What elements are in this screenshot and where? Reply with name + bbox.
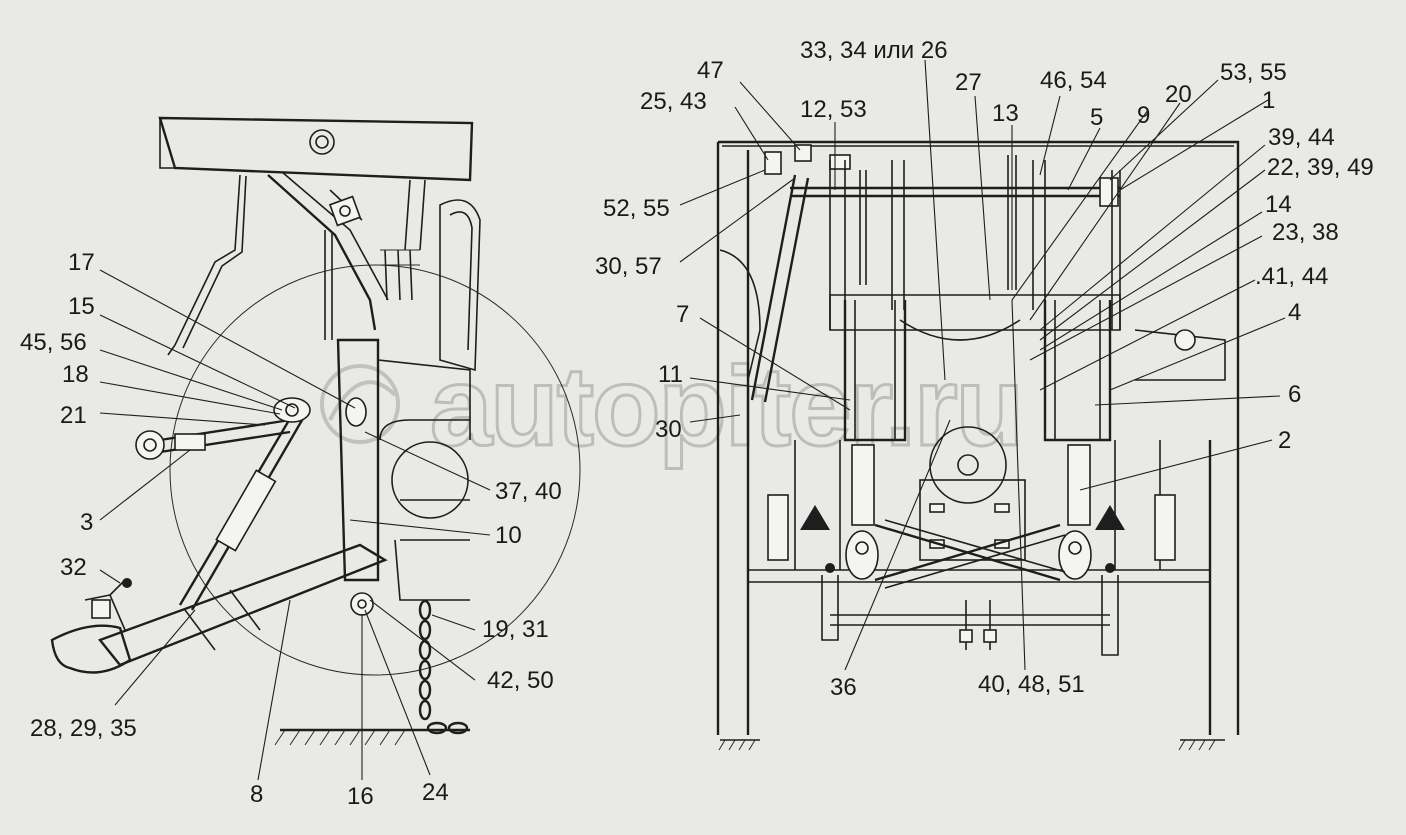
- latch-pin: [345, 397, 367, 427]
- label-22-39-49: 22, 39, 49: [1267, 154, 1374, 181]
- label-5: 5: [1090, 104, 1103, 131]
- label-20: 20: [1165, 81, 1192, 108]
- label-11: 11: [658, 361, 683, 388]
- label-47: 47: [697, 57, 724, 84]
- label-2: 2: [1278, 427, 1291, 454]
- label-30: 30: [655, 416, 682, 443]
- label-39-44: 39, 44: [1268, 124, 1335, 151]
- right-lift-cylinder: [1043, 300, 1112, 442]
- lower-pivot: [350, 592, 374, 616]
- label-37-40: 37, 40: [495, 478, 562, 505]
- diagonal-strut: [750, 174, 810, 403]
- lower-link: [98, 543, 388, 667]
- lift-arm-block: [336, 338, 380, 582]
- label-36: 36: [830, 674, 857, 701]
- label-53-55: 53, 55: [1220, 59, 1287, 86]
- watermark-logo: [320, 364, 400, 444]
- label-4: 4: [1288, 299, 1301, 326]
- label-30-57: 30, 57: [595, 253, 662, 280]
- frame-bolt: [309, 129, 335, 155]
- turnbuckle: [215, 469, 277, 552]
- cross-brace: [874, 523, 1061, 582]
- label-7: 7: [676, 301, 689, 328]
- brace-upper: [267, 174, 377, 331]
- label-19-31: 19, 31: [482, 616, 549, 643]
- left-lift-cylinder: [843, 300, 907, 442]
- drawbar-hook: [50, 624, 132, 674]
- label-23-38: 23, 38: [1272, 219, 1339, 246]
- label-14: 14: [1265, 191, 1292, 218]
- label-15: 15: [68, 293, 95, 320]
- label-13: 13: [992, 100, 1019, 127]
- label-25-43: 25, 43: [640, 88, 707, 115]
- hook-pin-handle: [122, 578, 132, 588]
- axle-housing: [439, 199, 481, 372]
- upper-pivot: [273, 397, 311, 423]
- label-8: 8: [250, 781, 263, 808]
- left-wheel-post: [716, 142, 750, 735]
- label-21: 21: [60, 402, 87, 429]
- rear-frame: [718, 140, 1240, 410]
- label-52-55: 52, 55: [603, 195, 670, 222]
- label-45-56: 45, 56: [20, 329, 87, 356]
- label-42-50: 42, 50: [487, 667, 554, 694]
- label-28-29-35: 28, 29, 35: [30, 715, 137, 742]
- right-rear-view: [679, 59, 1286, 751]
- rear-wheel: [169, 264, 581, 676]
- label-32: 32: [60, 554, 87, 581]
- left-side-view: [50, 116, 581, 781]
- right-lower-eye: [1058, 530, 1092, 580]
- label-24: 24: [422, 779, 449, 806]
- top-link-eye: [135, 430, 165, 460]
- label-3: 3: [80, 509, 93, 536]
- tractor-frame-beam: [158, 116, 474, 182]
- left-lower-eye: [845, 530, 879, 580]
- label-12-53: 12, 53: [800, 96, 867, 123]
- label-40-48-51: 40, 48, 51: [978, 671, 1085, 698]
- label-17: 17: [68, 249, 95, 276]
- label-9: 9: [1137, 102, 1150, 129]
- label-46-54: 46, 54: [1040, 67, 1107, 94]
- label-41-44: .41, 44: [1255, 263, 1328, 290]
- pto-flange: [929, 426, 1007, 504]
- label-1: 1: [1262, 87, 1275, 114]
- side-panel: [167, 174, 241, 356]
- watermark: autopiter.ru: [430, 344, 1022, 469]
- label-33-34-26: 33, 34 или 26: [800, 37, 948, 64]
- safety-chain: [418, 599, 469, 735]
- right-wheel-post: [1208, 410, 1240, 735]
- upper-cross-bar: [790, 186, 1120, 198]
- label-27: 27: [955, 69, 982, 96]
- label-18: 18: [62, 361, 89, 388]
- label-16: 16: [347, 783, 374, 810]
- label-6: 6: [1288, 381, 1301, 408]
- label-10: 10: [495, 522, 522, 549]
